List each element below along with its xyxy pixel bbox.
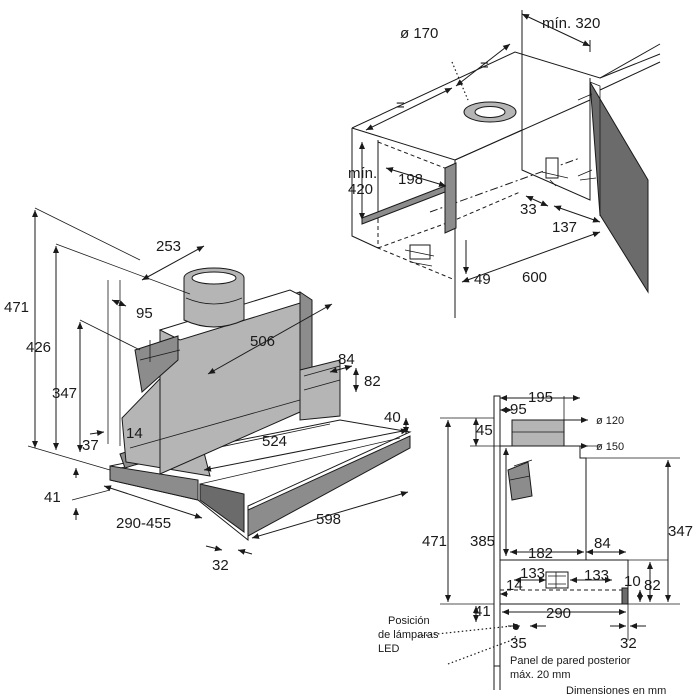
- side-dim-95: 95: [510, 401, 527, 418]
- note-lamp-line3: LED: [378, 643, 399, 655]
- dim-min-420-label: mín.: [348, 165, 377, 182]
- side-dim-32: 32: [620, 635, 637, 652]
- dim-95: 95: [136, 305, 153, 322]
- dim-290-455: 290-455: [116, 515, 171, 532]
- side-dim-290: 290: [546, 605, 571, 622]
- dim-600: 600: [522, 269, 547, 286]
- iso-view: 471 426 347 253 95 506 84 82 40 524 37 1…: [4, 207, 412, 574]
- dim-opening-diameter: ø 170: [400, 25, 438, 42]
- side-dim-347: 347: [668, 523, 693, 540]
- dim-524: 524: [262, 433, 287, 450]
- side-dim-82: 82: [644, 577, 661, 594]
- dim-84: 84: [338, 351, 355, 368]
- dim-32: 32: [212, 557, 229, 574]
- dim-347: 347: [52, 385, 77, 402]
- dim-49: 49: [474, 271, 491, 288]
- side-dim-133-left: 133: [520, 565, 545, 582]
- dim-41: 41: [44, 489, 61, 506]
- side-dim-133-right: 133: [584, 567, 609, 584]
- dim-37: 37: [82, 437, 99, 454]
- dim-253: 253: [156, 238, 181, 255]
- dim-426: 426: [26, 339, 51, 356]
- dim-equal-right: =: [480, 57, 489, 74]
- dim-40: 40: [384, 409, 401, 426]
- side-dim-10: 10: [624, 573, 641, 590]
- dim-min-320: mín. 320: [542, 15, 600, 32]
- side-dim-120: ø 120: [596, 415, 624, 427]
- side-dim-14: 14: [506, 577, 523, 594]
- dim-506: 506: [250, 333, 275, 350]
- dim-82: 82: [364, 373, 381, 390]
- dim-equal-left: =: [396, 97, 405, 114]
- dim-137: 137: [552, 219, 577, 236]
- side-dim-182: 182: [528, 545, 553, 562]
- dim-471: 471: [4, 299, 29, 316]
- side-dim-195: 195: [528, 389, 553, 406]
- side-dim-150: ø 150: [596, 441, 624, 453]
- side-dim-41: 41: [474, 603, 491, 620]
- side-dim-471: 471: [422, 533, 447, 550]
- dim-min-420-value: 420: [348, 181, 373, 198]
- dim-14: 14: [126, 425, 143, 442]
- note-lamp-line2: de lámparas: [378, 629, 439, 641]
- note-lamp-line1: Posición: [388, 615, 430, 627]
- note-units: Dimensiones en mm: [566, 685, 666, 697]
- side-dim-84: 84: [594, 535, 611, 552]
- note-panel-line2: máx. 20 mm: [510, 669, 571, 681]
- note-panel-line1: Panel de pared posterior: [510, 655, 631, 667]
- side-dim-45: 45: [476, 422, 493, 439]
- side-view: 195 95 ø 120 45 ø 150 471 385 347 182 84…: [378, 389, 693, 697]
- dim-198: 198: [398, 171, 423, 188]
- dim-33: 33: [520, 201, 537, 218]
- cabinet-view: ø 170 mín. 320 = = mín. 420 198 33 137 4…: [348, 10, 661, 318]
- side-dim-385: 385: [470, 533, 495, 550]
- dim-598: 598: [316, 511, 341, 528]
- side-dim-35: 35: [510, 635, 527, 652]
